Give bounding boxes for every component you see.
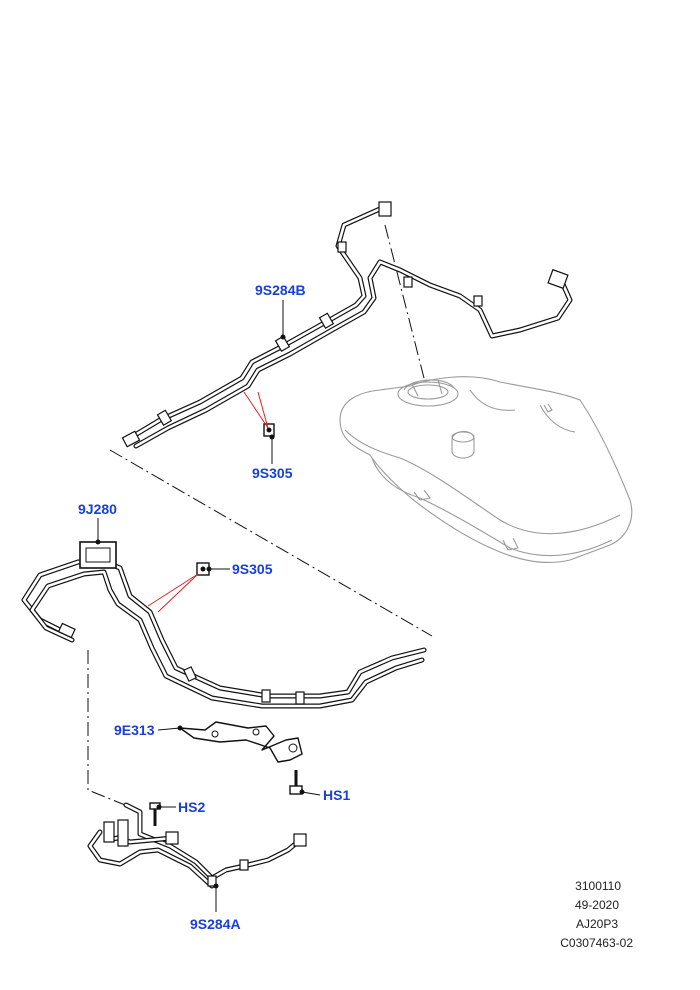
alignment-lines	[87, 224, 433, 806]
fuel-pump-flange	[397, 381, 459, 407]
reference-line-3: AJ20P3	[576, 917, 618, 931]
tank-mount-tab-left	[413, 489, 431, 501]
fuel-tank	[339, 376, 633, 563]
callout-9e313: 9E313	[114, 722, 155, 738]
callout-9j280: 9J280	[78, 501, 117, 517]
fuel-tank-rib	[469, 389, 576, 433]
middle-fuel-line-assembly	[21, 541, 427, 709]
fuel-pump-flange-inner	[407, 384, 449, 400]
filler-neck-opening	[451, 431, 475, 443]
leader-9s305-top-red-b	[257, 391, 269, 429]
callout-9s305-top: 9S305	[252, 465, 293, 481]
leader-hs1	[301, 791, 321, 796]
reference-block: 3100110 49-2020 AJ20P3 C0307463-02	[560, 879, 633, 950]
callout-hs2: HS2	[178, 799, 205, 815]
leader-9s305-top-red-a	[243, 391, 269, 429]
tank-mount-tab-right	[502, 537, 519, 551]
callout-hs1: HS1	[323, 787, 350, 803]
reference-line-2: 49-2020	[575, 898, 619, 912]
fuel-pump-lock-ring	[403, 379, 455, 397]
reference-line-1: 3100110	[575, 879, 621, 893]
filler-neck-stub	[451, 430, 475, 459]
alignment-line-pump	[384, 224, 426, 383]
bracket-9e313	[179, 721, 303, 763]
leader-9s305-mid-red-b	[157, 573, 199, 613]
fuel-tank-seam	[344, 429, 621, 535]
callout-9s284a: 9S284A	[190, 916, 241, 932]
clip-9s305-middle	[196, 562, 210, 576]
callout-labels: 9S284B 9S305 9J280 9S305 9E313 HS1 HS2 9…	[78, 282, 350, 932]
tank-mount-tab-top	[543, 403, 553, 413]
leader-9e313	[157, 727, 181, 731]
callout-9s284b: 9S284B	[255, 282, 306, 298]
clip-9s305-upper	[263, 423, 275, 437]
leader-lines	[95, 300, 321, 912]
alignment-line-upper-to-middle	[109, 449, 433, 637]
reference-line-4: C0307463-02	[560, 936, 633, 950]
upper-fuel-line-assembly	[121, 201, 573, 449]
fuel-tank-lower-edge	[371, 457, 613, 557]
fuel-tank-body	[339, 376, 633, 563]
leader-9s305-mid-red-a	[147, 573, 199, 607]
lower-fuel-line-assembly	[87, 802, 307, 889]
alignment-line-middle-to-lower	[87, 650, 126, 806]
callout-9s305-mid: 9S305	[232, 561, 273, 577]
